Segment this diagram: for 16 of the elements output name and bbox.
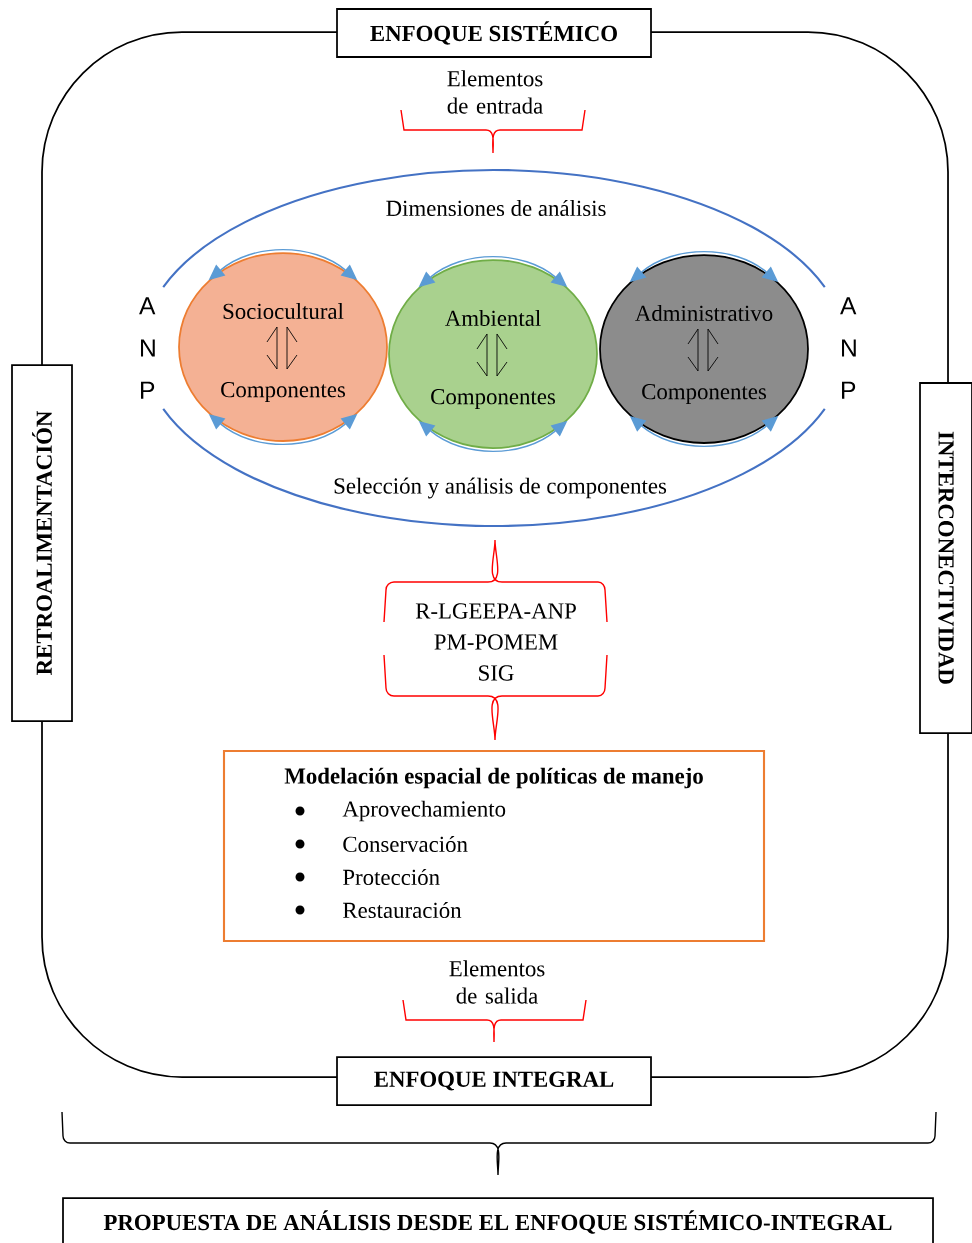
heading-box: ENFOQUE SISTÉMICO <box>336 8 652 58</box>
ellipse <box>162 169 826 527</box>
side-letters: A N P <box>139 297 156 399</box>
bullet-item: Aprovechamiento <box>295 800 506 822</box>
brace-box: R-LGEEPA-ANP PM-POMEM SIG <box>383 539 608 741</box>
conclusion-box: PROPUESTA DE ANÁLISIS DESDE EL ENFOQUE SISTÉMICO-INTEGRAL <box>62 1197 934 1243</box>
output-label: Elementos de salida <box>449 960 545 1004</box>
ellipse-label: Dimensiones de análisis <box>386 199 606 217</box>
ellipse-label: Selección y análisis de componentes <box>331 475 669 501</box>
side-label-box: INTERCONECTIVIDAD <box>919 382 972 734</box>
bullet-item: Conservación <box>295 835 468 853</box>
side-letters: A N P <box>840 297 857 399</box>
side-label-box: RETROALIMENTACIÓN <box>11 364 73 722</box>
bullet-item: Restauración <box>295 901 462 919</box>
bullet-item: Protección <box>295 868 440 886</box>
heading-box: ENFOQUE INTEGRAL <box>336 1056 652 1106</box>
